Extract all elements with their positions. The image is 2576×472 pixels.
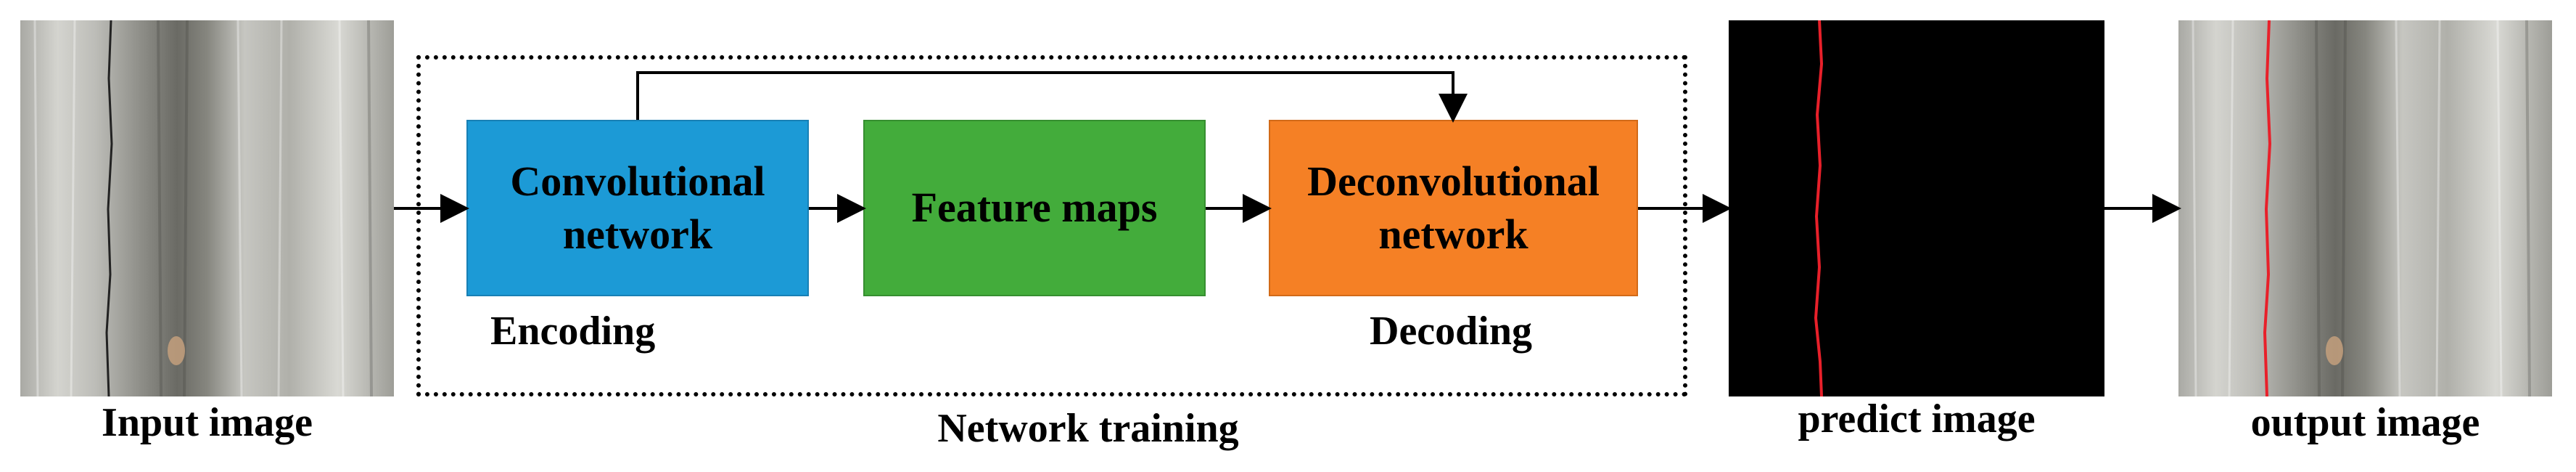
decoding-label: Decoding (1370, 309, 1532, 354)
predict-image (1729, 20, 2104, 396)
predict-image-canvas (1814, 20, 1824, 396)
output-image-texture (2178, 20, 2552, 396)
predict-image-caption: predict image (1798, 396, 2036, 442)
input-image-texture (20, 20, 394, 396)
deconvolutional-network-box: Deconvolutional network (1269, 120, 1638, 296)
feature-maps-box: Feature maps (863, 120, 1206, 296)
convolutional-network-box: Convolutional network (466, 120, 809, 296)
decoder-label-line2: network (1378, 210, 1528, 258)
output-crack-overlay (2263, 20, 2272, 396)
feature-maps-label: Feature maps (911, 184, 1158, 232)
output-image-caption: output image (2250, 400, 2480, 445)
input-crack (105, 20, 113, 396)
encoder-label-line1: Convolutional (510, 158, 765, 205)
predicted-crack-line (1814, 20, 1824, 396)
output-image (2178, 20, 2552, 396)
network-training-caption: Network training (937, 406, 1239, 451)
encoder-label-line2: network (562, 210, 713, 258)
input-image-caption: Input image (102, 400, 313, 445)
decoder-label-line1: Deconvolutional (1307, 158, 1600, 205)
input-image (20, 20, 394, 396)
encoding-label: Encoding (490, 309, 656, 354)
network-training-frame (416, 55, 1687, 396)
